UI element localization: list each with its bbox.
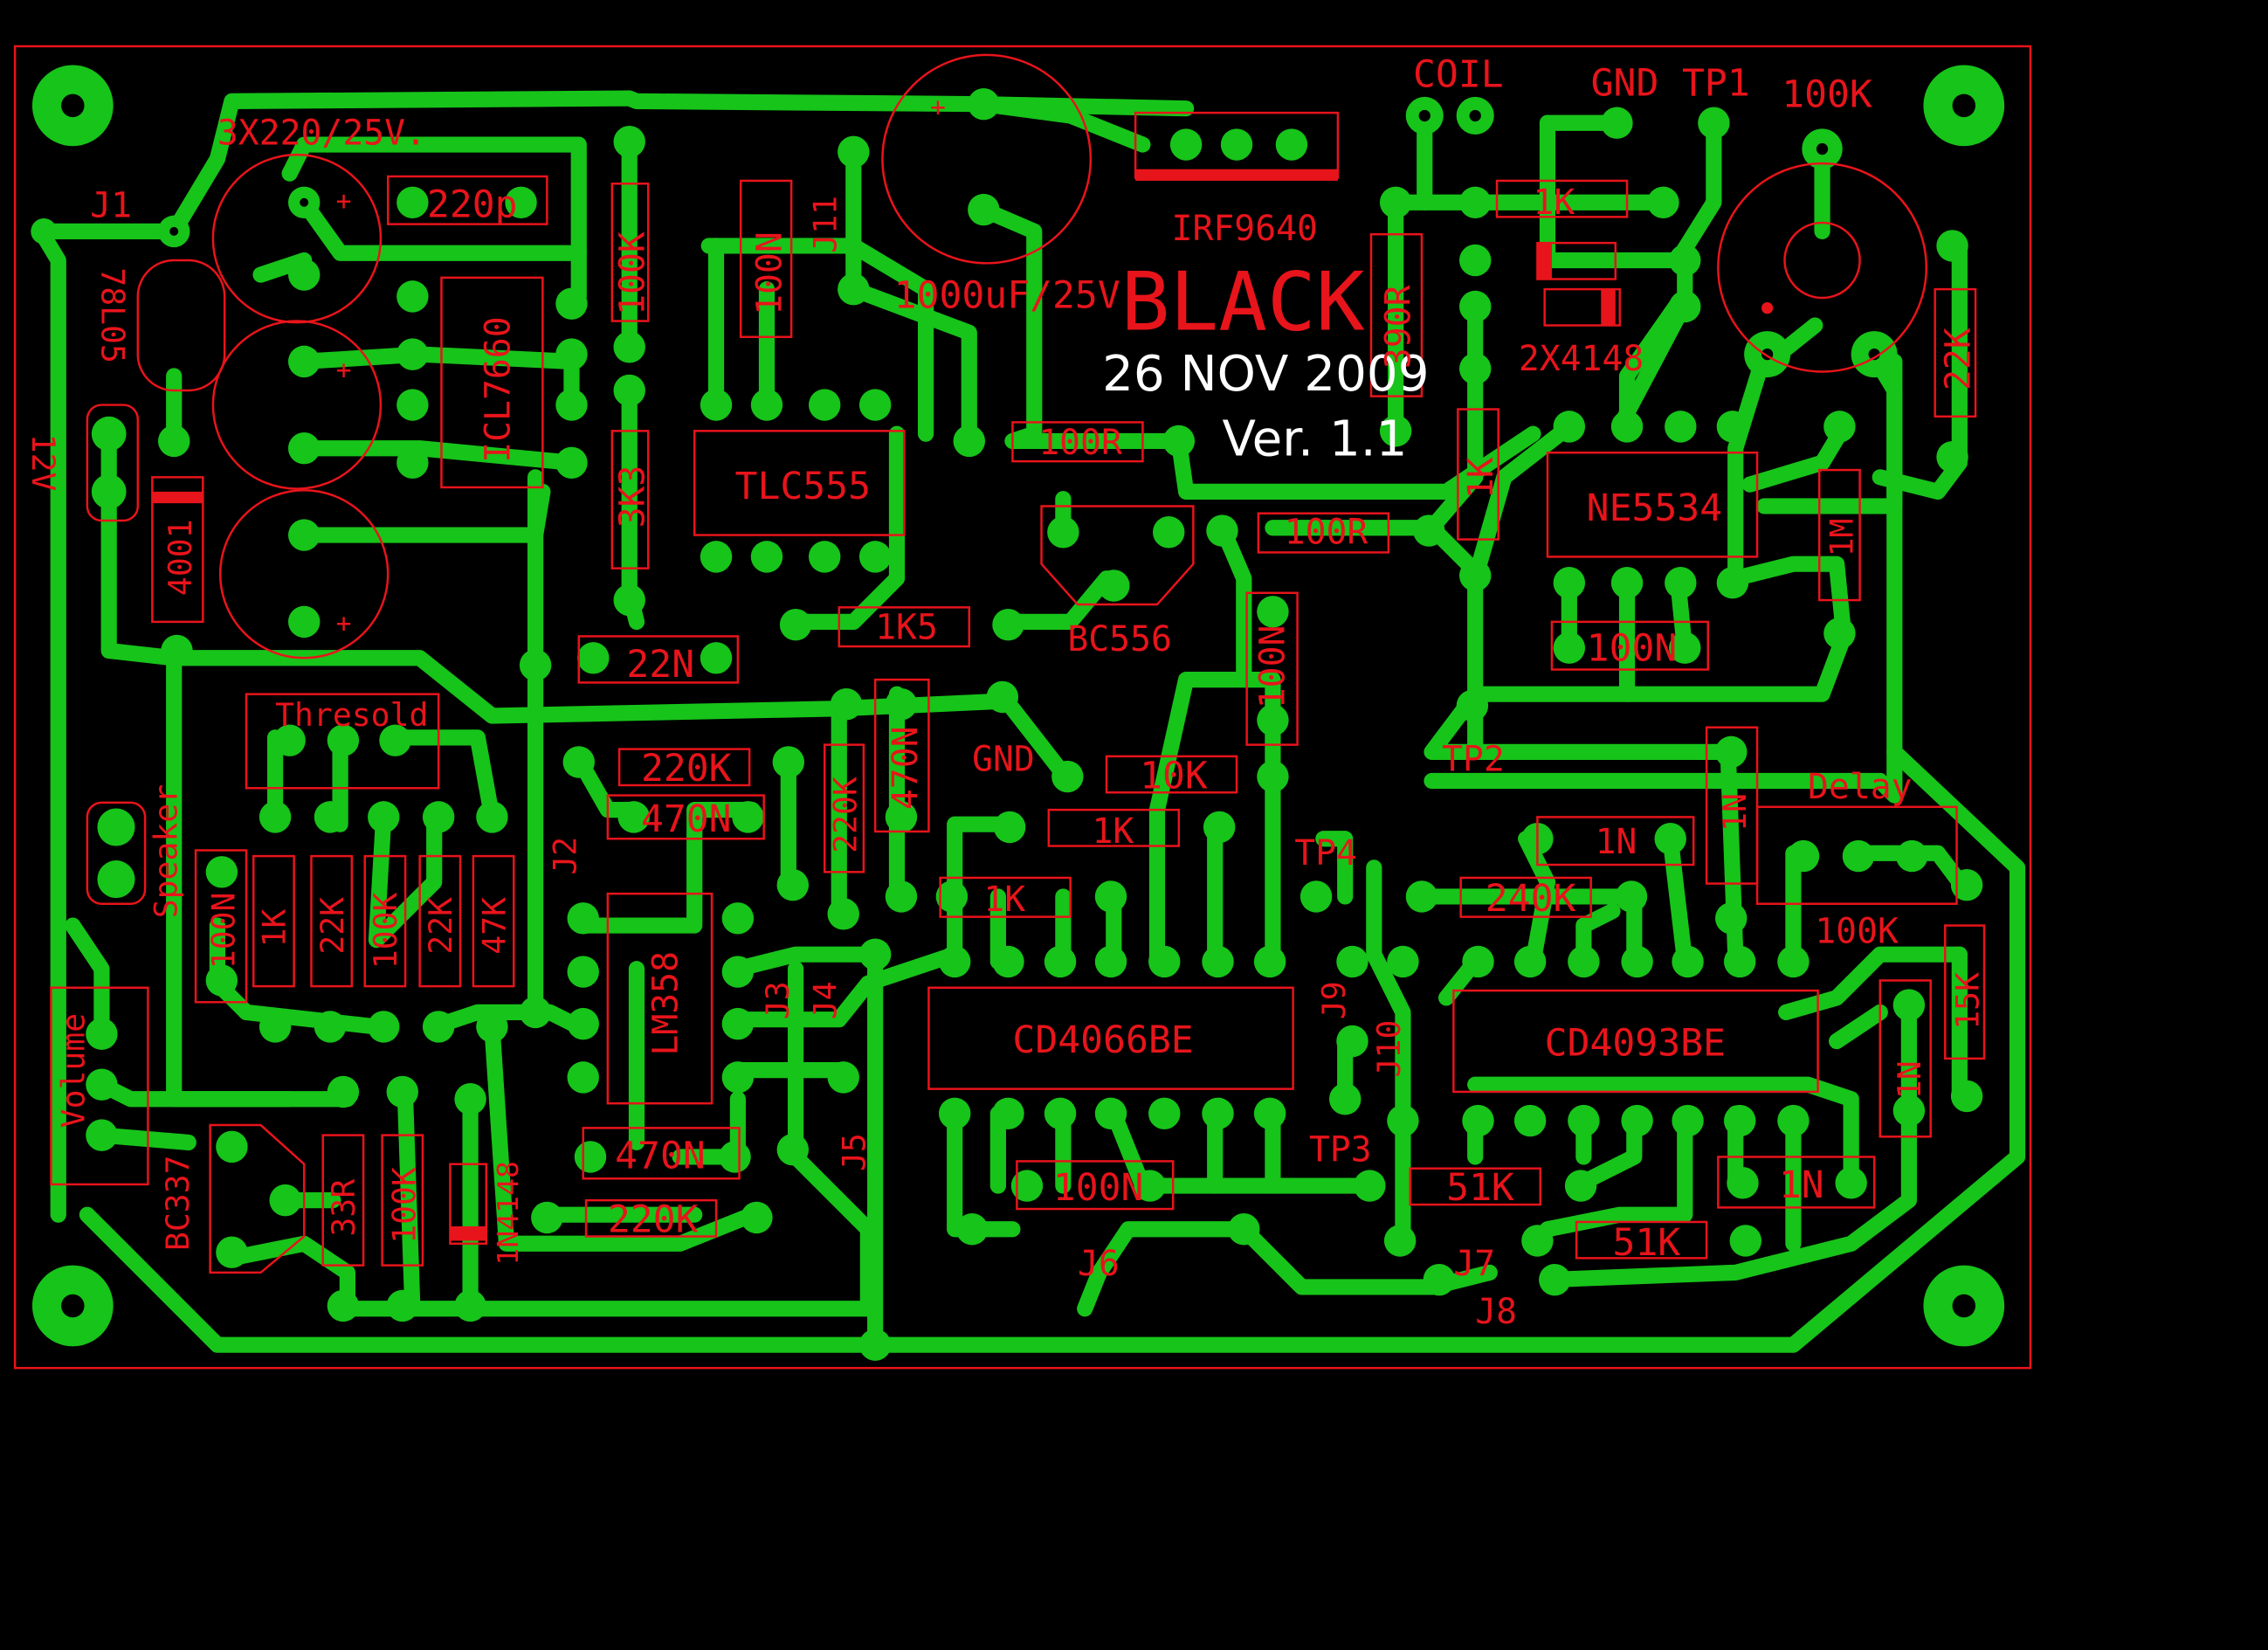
cap-470n-vert-label: 470N [886, 726, 926, 810]
polarity-marks: + + + + [336, 92, 946, 639]
res-1k-vert-label: 1K [1461, 457, 1501, 499]
j1-label: J1 [90, 185, 132, 225]
cap-22n-label: 22N [626, 643, 694, 687]
twelve-v-label: 12V [24, 434, 62, 492]
j10-label: J10 [1370, 1020, 1408, 1078]
res-47k-label: 47K [475, 897, 513, 955]
cap-100n-ne-label: 100N [1587, 627, 1678, 671]
tlc555-label: TLC555 [735, 465, 871, 508]
cap-470n-a-label: 470N [641, 797, 732, 841]
icl7660-label: ICL7660 [478, 316, 518, 462]
svg-text:+: + [336, 608, 352, 639]
res-51k-b-label: 51K [1612, 1221, 1680, 1265]
silkscreen-outlines [13, 45, 2032, 1370]
j8-label: J8 [1475, 1292, 1517, 1332]
res-100r-a-label: 100R [1038, 423, 1122, 463]
tp2-label: TP2 [1442, 739, 1505, 779]
res-100k-bot-label: 100K [386, 1167, 424, 1244]
res-15k-label: 15K [1948, 972, 1986, 1030]
pot-100k-delay-label: 100K [1815, 911, 1899, 951]
res-10k-label: 10K [1140, 754, 1208, 797]
res-1k-top-label: 1K [1533, 183, 1575, 223]
res-390r-label: 390R [1379, 285, 1419, 369]
ne5534-label: NE5534 [1587, 487, 1722, 530]
silkscreen-marks [152, 169, 1774, 1241]
copper-pads [31, 65, 2005, 1361]
res-100k-top-label: 100K [612, 231, 652, 315]
res-240k-label: 240K [1486, 877, 1576, 921]
j6-label: J6 [1078, 1244, 1120, 1284]
svg-text:+: + [930, 92, 946, 122]
tp1-label: TP1 [1682, 61, 1750, 105]
res-22k-right-label: 22K [1938, 328, 1978, 390]
res-1k-a-label: 1K [1092, 811, 1134, 852]
res-33r-label: 33R [325, 1179, 362, 1237]
board-outline [13, 45, 2032, 1370]
svg-text:+: + [336, 356, 352, 386]
board-title: BLACK [1121, 254, 1365, 349]
cap-220p-label: 220p [427, 183, 518, 226]
cap-1n-a-label: 1N [1596, 822, 1637, 862]
j5-label: J5 [836, 1133, 873, 1171]
res-220k-a-label: 220K [641, 747, 732, 790]
res-100k-left-label: 100K [367, 892, 404, 969]
irf9640-label: IRF9640 [1172, 209, 1318, 249]
res-3k3-label: 3K3 [612, 466, 652, 528]
cap-1n-b-label: 1N [1779, 1163, 1824, 1207]
res-100r-b-label: 100R [1285, 512, 1368, 552]
diode-4001-label: 4001 [162, 519, 199, 596]
res-1k5-label: 1K5 [875, 608, 938, 648]
drill-holes [61, 93, 1976, 1318]
coil-label: COIL [1413, 52, 1504, 96]
board-version: Ver. 1.1 [1222, 411, 1407, 468]
cap-100n-bot-label: 100N [1053, 1166, 1144, 1210]
diode-2x4148-label: 2X4148 [1519, 339, 1644, 379]
tp4-label: TP4 [1294, 833, 1357, 873]
j7-label: J7 [1453, 1244, 1495, 1284]
res-1m-label: 1M [1823, 519, 1860, 557]
res-1k-left-label: 1K [256, 908, 293, 947]
volume-pot-label: Volume [55, 1013, 93, 1129]
res-22k-b-label: 22K [422, 897, 459, 955]
j9-label: J9 [1315, 981, 1353, 1019]
cap-1n-d-label: 1N [1891, 1060, 1928, 1099]
tp3-label: TP3 [1309, 1129, 1372, 1170]
res-22k-left-label: 22K [314, 897, 351, 955]
threshold-pot-label: Thresold [275, 696, 428, 734]
gnd-label: GND [1591, 61, 1659, 105]
reg-7805-label: 78L05 [93, 267, 131, 363]
cap-3x220-label: 3X220/25V. [217, 114, 426, 154]
svg-text:+: + [336, 186, 352, 217]
j11-label: J11 [806, 196, 844, 253]
res-220k-b-label: 220K [608, 1198, 699, 1242]
cap-470n-b-label: 470N [615, 1135, 706, 1178]
res-1k-b-label: 1K [983, 880, 1025, 920]
pot-100k-top-label: 100K [1782, 73, 1872, 117]
lm358-label: LM358 [645, 951, 686, 1056]
cap-1000u-label: 1000uF/25V. [894, 274, 1143, 318]
gnd-mid-label: GND [972, 739, 1035, 779]
j3-label: J3 [759, 981, 796, 1019]
j2-label: J2 [546, 837, 583, 875]
cap-100n-left-label: 100N [205, 893, 243, 970]
cap-1n-c-label: 1N [1716, 793, 1754, 832]
cd4066-label: CD4066BE [1012, 1018, 1193, 1062]
cap-100n-top-label: 100N [750, 231, 790, 315]
bc556-label: BC556 [1067, 619, 1172, 659]
board-date: 26 NOV 2009 [1102, 346, 1429, 403]
res-51k-a-label: 51K [1446, 1166, 1514, 1210]
res-220k-vert-label: 220K [827, 777, 865, 853]
delay-pot-label: Delay [1808, 767, 1913, 807]
j4-label: J4 [806, 981, 844, 1019]
diode-1n4148-label: 1N4148 [491, 1161, 525, 1266]
bc337-label: BC337 [159, 1155, 196, 1251]
cd4093-label: CD4093BE [1545, 1022, 1726, 1066]
copper-traces [32, 90, 2026, 1353]
cap-100n-mid-label: 100N [1253, 625, 1293, 709]
speaker-label: Speaker [148, 784, 185, 918]
